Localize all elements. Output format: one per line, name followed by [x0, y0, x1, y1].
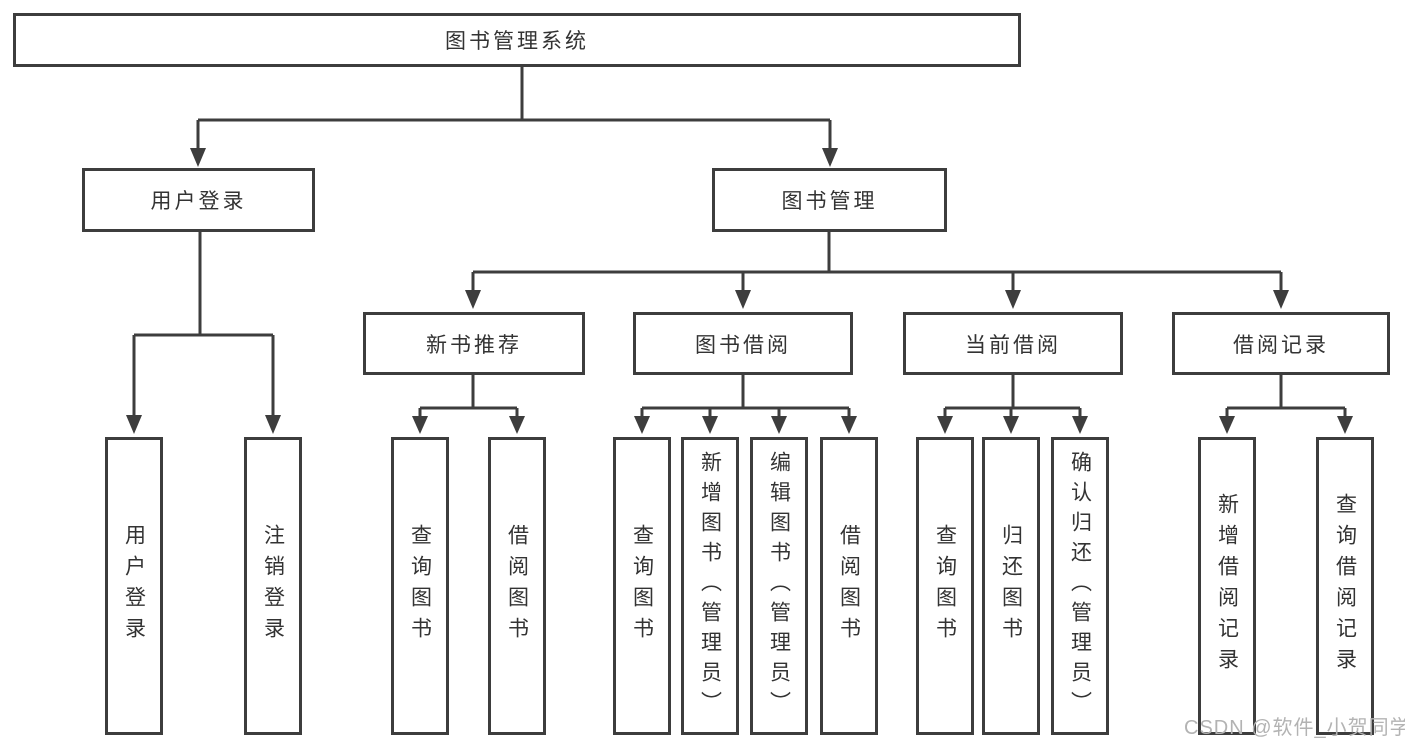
node-borrow-records: 借阅记录 [1172, 312, 1390, 375]
arrow-down-icon [822, 148, 838, 167]
connector-root-to-level2 [196, 67, 832, 150]
leaf-query-books-1: 查询图书 [391, 437, 449, 735]
leaf-borrow-books-1: 借阅图书 [488, 437, 546, 735]
leaf-add-book-admin: 新增图书（管理员） [681, 437, 739, 735]
arrow-down-icon [841, 416, 857, 434]
arrow-down-icon [1219, 416, 1235, 434]
node-root: 图书管理系统 [13, 13, 1021, 67]
leaf-return-book: 归还图书 [982, 437, 1040, 735]
arrow-down-icon [1072, 416, 1088, 434]
leaf-add-borrow-record: 新增借阅记录 [1198, 437, 1256, 735]
node-current-borrow: 当前借阅 [903, 312, 1123, 375]
arrow-down-icon [1003, 416, 1019, 434]
arrow-down-icon [735, 290, 751, 309]
arrow-down-icon [1337, 416, 1353, 434]
leaf-query-books-2: 查询图书 [613, 437, 671, 735]
leaf-borrow-books-2: 借阅图书 [820, 437, 878, 735]
connector-book-borrow-subtree [640, 375, 851, 419]
leaf-user-login: 用户登录 [105, 437, 163, 735]
arrow-down-icon [465, 290, 481, 309]
node-user-login: 用户登录 [82, 168, 315, 232]
arrow-down-icon [412, 416, 428, 434]
connector-borrow-records-subtree [1225, 375, 1347, 419]
connector-user-login-subtree [132, 232, 275, 417]
leaf-query-borrow-record: 查询借阅记录 [1316, 437, 1374, 735]
arrow-down-icon [634, 416, 650, 434]
connector-current-borrow-subtree [943, 375, 1082, 419]
leaf-logout: 注销登录 [244, 437, 302, 735]
node-book-borrow: 图书借阅 [633, 312, 853, 375]
arrow-down-icon [509, 416, 525, 434]
arrow-down-icon [937, 416, 953, 434]
connector-new-book-subtree [418, 375, 519, 419]
leaf-edit-book-admin: 编辑图书（管理员） [750, 437, 808, 735]
arrow-down-icon [1005, 290, 1021, 309]
node-new-book-recommend: 新书推荐 [363, 312, 585, 375]
leaf-query-books-3: 查询图书 [916, 437, 974, 735]
connector-book-mgmt-to-level3 [471, 232, 1283, 292]
arrow-down-icon [190, 148, 206, 167]
arrow-down-icon [126, 415, 142, 434]
csdn-watermark: CSDN @软件_小贺同学 [1184, 717, 1405, 739]
arrow-down-icon [1273, 290, 1289, 309]
node-book-management: 图书管理 [712, 168, 947, 232]
leaf-confirm-return-admin: 确认归还（管理员） [1051, 437, 1109, 735]
arrow-down-icon [771, 416, 787, 434]
arrow-down-icon [702, 416, 718, 434]
arrow-down-icon [265, 415, 281, 434]
